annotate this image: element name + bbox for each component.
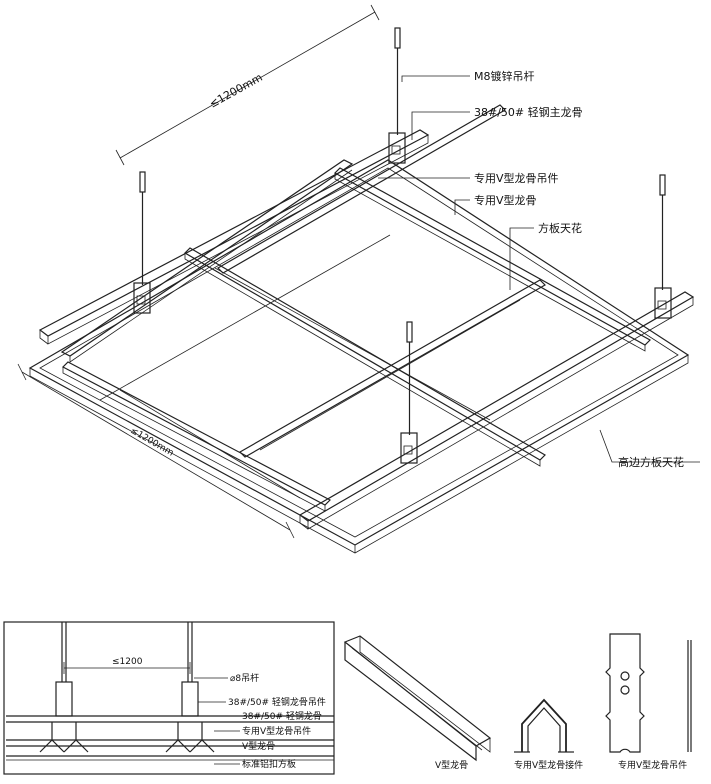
caption-v-keel: V型龙骨 xyxy=(435,759,468,771)
ceiling-panel-outline xyxy=(28,159,690,554)
label-v-keel: 专用V型龙骨 xyxy=(474,193,537,207)
dimension-left: ≤1200mm xyxy=(17,363,295,539)
v-keel-f xyxy=(239,279,546,458)
main-keel-1 xyxy=(38,129,430,345)
detail-v-keel: V型龙骨 xyxy=(343,635,492,771)
detail-v-connector: 专用V型龙骨接件 xyxy=(514,698,583,771)
callout-leaders xyxy=(378,75,700,463)
section-label-v-keel: V型龙骨 xyxy=(242,740,275,752)
main-keel-2 xyxy=(298,291,695,530)
dimension-left-label: ≤1200mm xyxy=(129,426,176,459)
hanger-rod-2 xyxy=(133,171,151,314)
section-label-main-keel: 38#/50# 轻钢龙骨 xyxy=(242,710,322,722)
caption-v-hanger: 专用V型龙骨吊件 xyxy=(618,759,687,771)
label-high-edge-panel: 高边方板天花 xyxy=(618,455,684,469)
hanger-rod-1 xyxy=(388,27,406,164)
isometric-view: ≤1200mm ≤1200mm M8镀锌吊杆 38#/50# 轻钢主龙骨 专用V… xyxy=(17,4,700,554)
section-label-main-hanger: 38#/50# 轻钢龙骨吊件 xyxy=(228,696,326,708)
label-main-keel: 38#/50# 轻钢主龙骨 xyxy=(474,105,583,119)
section-view: ≤1200 ⌀8吊杆 38#/50# 轻钢龙骨吊件 38#/50# 轻钢龙骨 专… xyxy=(3,621,335,775)
v-keel-b xyxy=(334,167,651,352)
hanger-rod-4 xyxy=(400,321,418,464)
hanger-rod-3 xyxy=(654,174,672,319)
panel-grid-lines xyxy=(99,234,521,499)
v-keel-a xyxy=(60,159,354,363)
v-keel-d xyxy=(184,247,546,467)
section-label-panel: 标准铝扣方板 xyxy=(242,758,296,770)
dimension-top: ≤1200mm xyxy=(115,4,380,166)
label-hanger-rod: M8镀锌吊杆 xyxy=(474,69,535,83)
v-keel-e xyxy=(217,104,506,274)
section-label-v-hanger: 专用V型龙骨吊件 xyxy=(242,725,311,737)
label-v-keel-hanger: 专用V型龙骨吊件 xyxy=(474,171,559,185)
section-label-rod: ⌀8吊杆 xyxy=(230,672,259,684)
label-panel-ceiling: 方板天花 xyxy=(538,221,582,235)
section-dimension-label: ≤1200 xyxy=(112,657,143,667)
dimension-top-label: ≤1200mm xyxy=(207,71,265,111)
caption-v-connector: 专用V型龙骨接件 xyxy=(514,759,583,771)
detail-v-hanger: 专用V型龙骨吊件 xyxy=(605,633,692,771)
v-keel-c xyxy=(62,361,331,512)
